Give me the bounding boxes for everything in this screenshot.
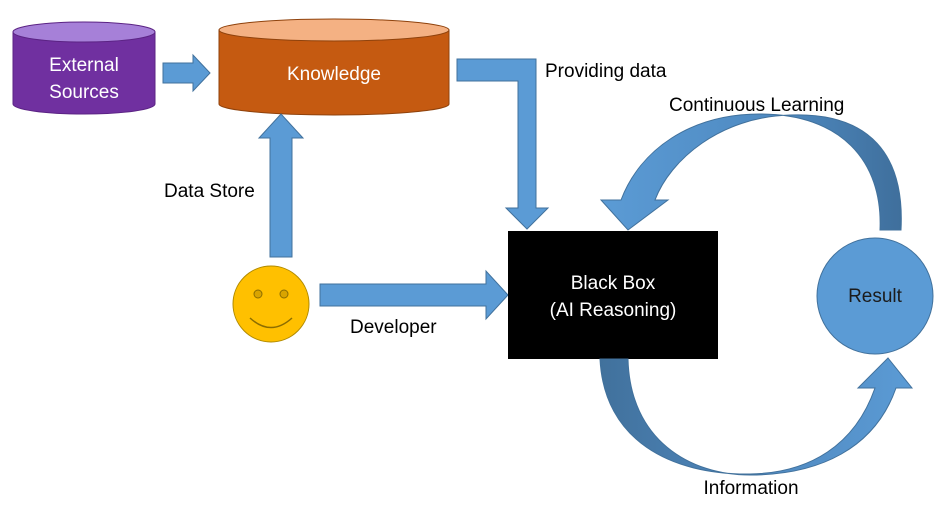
smiley-mouth xyxy=(249,317,293,329)
result-label: Result xyxy=(848,286,903,307)
providing-data-label: Providing data xyxy=(545,61,667,82)
data-store-arrow xyxy=(257,113,305,258)
information-arrow xyxy=(599,357,914,476)
black-box-node: Black Box (AI Reasoning) xyxy=(508,231,718,359)
black-box-label-line1: Black Box xyxy=(571,273,656,294)
external-sources-label-line2: Sources xyxy=(49,82,119,103)
developer-arrow xyxy=(319,269,509,321)
external-sources-top xyxy=(12,21,156,43)
providing-data-arrow xyxy=(456,58,550,230)
external-sources-cylinder: External Sources xyxy=(12,21,156,115)
external-sources-body xyxy=(12,31,156,115)
smiley-left-eye xyxy=(253,289,263,299)
developer-label: Developer xyxy=(350,317,437,338)
black-box-label-line2: (AI Reasoning) xyxy=(550,300,677,321)
knowledge-body xyxy=(218,29,450,116)
smiley-right-eye xyxy=(279,289,289,299)
continuous-learning-label: Continuous Learning xyxy=(669,95,844,116)
black-box-rect xyxy=(508,231,718,359)
knowledge-cylinder: Knowledge xyxy=(218,18,450,116)
result-node: Result xyxy=(816,237,934,355)
smiley-face-icon xyxy=(232,265,310,343)
information-label: Information xyxy=(703,478,798,499)
external-to-knowledge-arrow xyxy=(162,53,211,93)
data-store-label: Data Store xyxy=(164,181,255,202)
knowledge-label: Knowledge xyxy=(287,64,381,85)
result-circle xyxy=(816,237,934,355)
knowledge-top xyxy=(218,18,450,42)
continuous-learning-arrow xyxy=(599,113,902,231)
external-sources-label-line1: External xyxy=(49,55,119,76)
